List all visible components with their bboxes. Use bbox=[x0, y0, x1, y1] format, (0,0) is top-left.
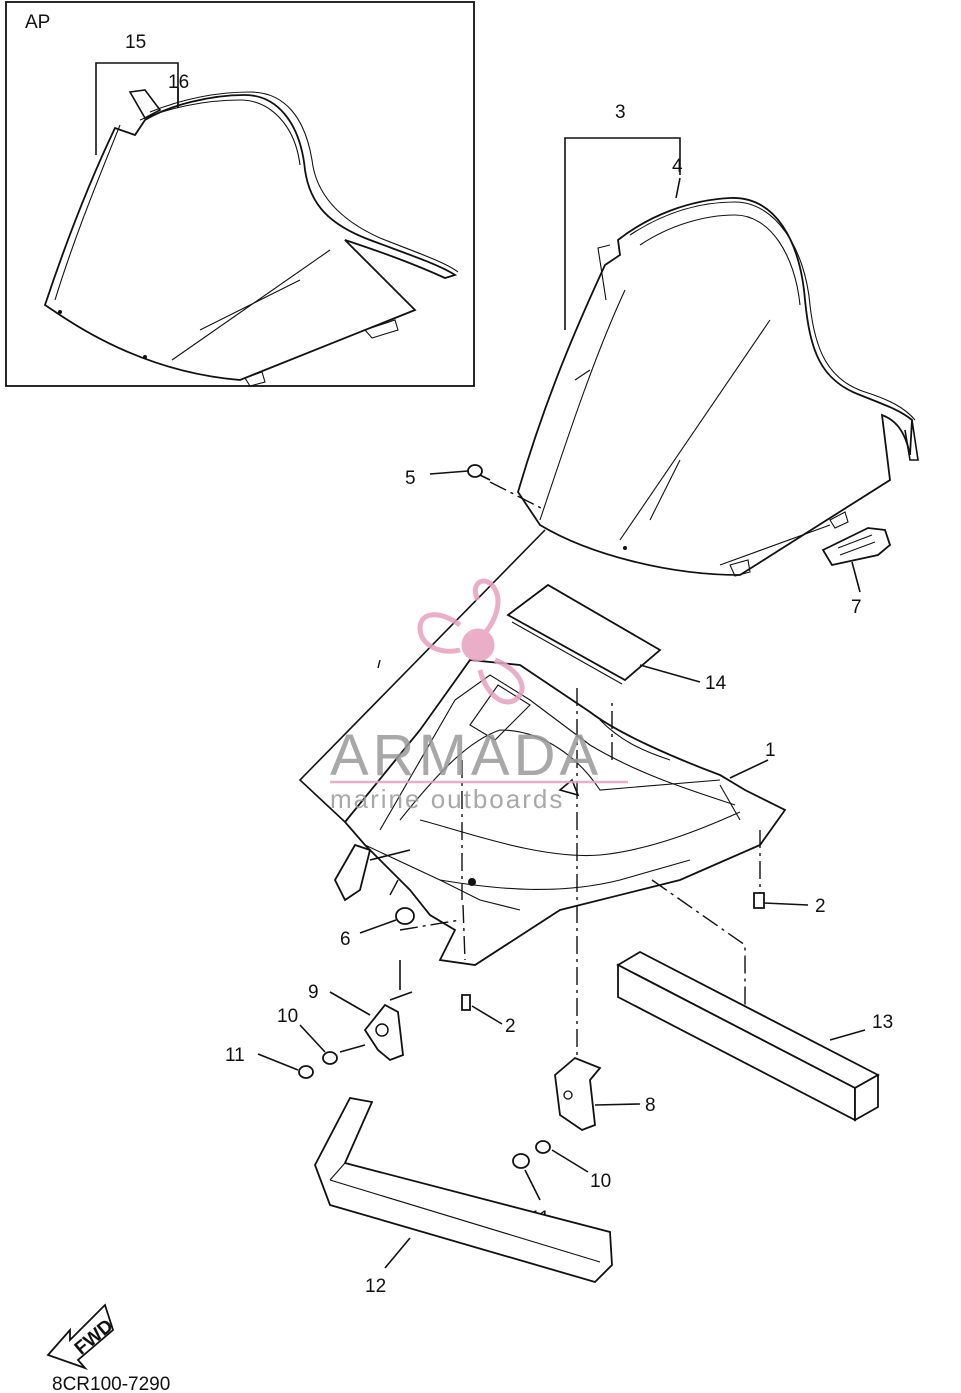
callout-11a: 11 bbox=[225, 1045, 245, 1066]
callout-9: 9 bbox=[308, 982, 319, 1003]
callout-3: 3 bbox=[615, 102, 626, 123]
watermark-tagline: marine outboards bbox=[330, 784, 564, 814]
callout-14: 14 bbox=[705, 673, 727, 694]
pad-part-14: 14 bbox=[506, 583, 727, 694]
clip-part-7: 7 bbox=[821, 527, 892, 618]
nut-part-11a: 11 bbox=[225, 1045, 314, 1079]
callout-16: 16 bbox=[168, 72, 189, 93]
washer-part-10b: 10 bbox=[535, 1140, 611, 1192]
watermark-brand: ARMADA bbox=[330, 723, 602, 788]
grommet-part-6: 6 bbox=[340, 907, 415, 950]
armada-watermark: ARMADA marine outboards bbox=[330, 578, 628, 814]
windshield-part-3 bbox=[517, 197, 919, 577]
propeller-logo-icon bbox=[417, 578, 525, 705]
callout-10b: 10 bbox=[590, 1171, 611, 1192]
inset-label: AP bbox=[25, 12, 50, 33]
fwd-arrow-icon: FWD bbox=[46, 1303, 117, 1370]
callout-4: 4 bbox=[672, 156, 683, 177]
callout-12: 12 bbox=[365, 1276, 386, 1297]
inset-ap: AP 15 16 bbox=[5, 1, 475, 387]
screw-part-2b: 2 bbox=[461, 994, 516, 1037]
inset-windshield bbox=[43, 89, 459, 387]
callout-2a: 2 bbox=[815, 896, 826, 917]
callout-5: 5 bbox=[405, 468, 416, 489]
drawing-code: 8CR100-7290 bbox=[52, 1374, 170, 1393]
callout-7: 7 bbox=[851, 597, 862, 618]
bracket-part-9: 9 bbox=[308, 919, 461, 1062]
callout-10a: 10 bbox=[277, 1006, 298, 1027]
washer-part-10a: 10 bbox=[277, 1006, 366, 1065]
callout-1: 1 bbox=[765, 740, 776, 761]
cowling-part-1: 1 bbox=[298, 529, 787, 966]
bumper-part-12: 12 bbox=[314, 1096, 613, 1297]
callout-6: 6 bbox=[340, 929, 351, 950]
callout-15: 15 bbox=[125, 32, 146, 53]
foam-block-part-13: 13 bbox=[616, 950, 893, 1122]
screw-part-2a: 2 bbox=[753, 892, 826, 917]
screw-part-5: 5 bbox=[405, 464, 546, 511]
callout-13: 13 bbox=[872, 1012, 893, 1033]
bracket-part-8: 8 bbox=[554, 1056, 656, 1132]
callout-8: 8 bbox=[645, 1095, 656, 1116]
callout-2b: 2 bbox=[505, 1016, 516, 1037]
